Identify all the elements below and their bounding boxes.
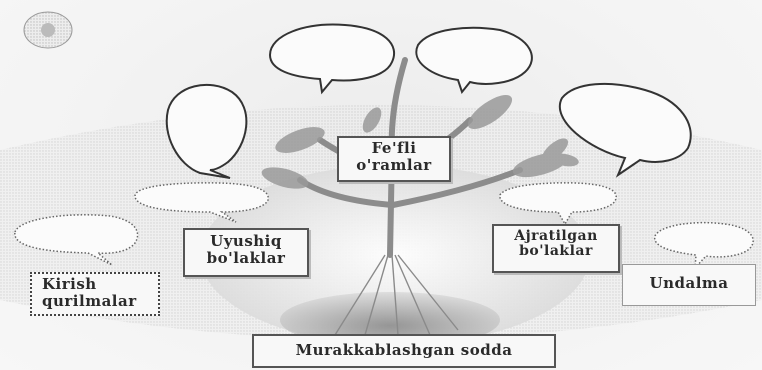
base-label-text: Murakkablashgan sodda	[254, 336, 554, 364]
ajratilgan-label-box: Ajratilgan bo'laklar	[492, 224, 620, 273]
undalma-label-text: Undalma	[623, 265, 755, 301]
speech-bubble-top-right	[416, 28, 532, 92]
center-label-line1: Fe'fli	[339, 140, 449, 157]
center-label-box: Fe'fli o'ramlar	[337, 136, 451, 182]
uyushiq-label-line2: bo'laklar	[185, 250, 307, 267]
speech-bubble-top-left	[270, 25, 394, 92]
kirish-label-line1: Kirish	[42, 276, 158, 293]
uyushiq-label-line1: Uyushiq	[185, 233, 307, 250]
kirish-label-line2: qurilmalar	[42, 293, 158, 310]
kirish-label-box: Kirish qurilmalar	[30, 272, 160, 316]
ajratilgan-label-line1: Ajratilgan	[494, 229, 618, 244]
uyushiq-label-box: Uyushiq bo'laklar	[183, 228, 309, 277]
center-label-line2: o'ramlar	[339, 157, 449, 174]
undalma-label-box: Undalma	[622, 264, 756, 306]
base-label-box: Murakkablashgan sodda	[252, 334, 556, 368]
corner-dot	[41, 23, 55, 37]
ajratilgan-label-line2: bo'laklar	[494, 244, 618, 259]
